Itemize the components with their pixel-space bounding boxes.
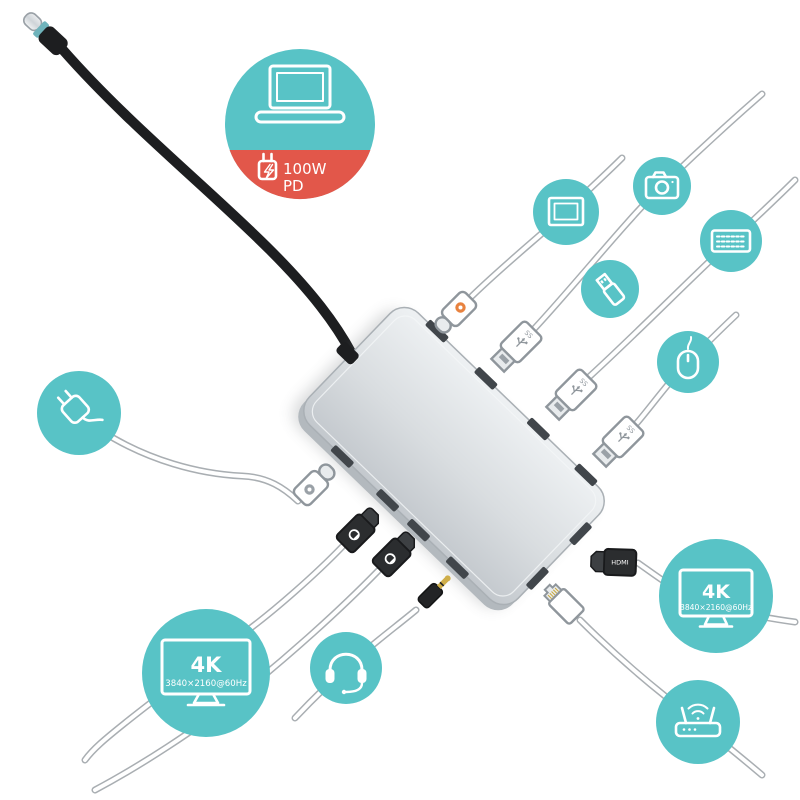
pd-standard-label: PD xyxy=(283,177,304,195)
badge-router xyxy=(656,680,740,764)
flash-drive-badge-circle xyxy=(581,260,639,318)
usb-c-host-plug xyxy=(22,12,68,56)
badge-monitor-4k-right: 4K 3840×2160@60Hz xyxy=(659,539,773,653)
resolution-detail-label: 3840×2160@60Hz xyxy=(680,603,752,612)
host-cable-strain-relief xyxy=(336,342,359,365)
badge-camera xyxy=(633,157,691,215)
pd-wattage-label: 100W xyxy=(283,160,327,178)
mouse-icon xyxy=(676,336,700,380)
headset-icon xyxy=(325,652,367,695)
badge-keyboard xyxy=(700,210,762,272)
cable-power-to-pd-port xyxy=(96,426,302,505)
badge-power-plug xyxy=(37,371,121,455)
monitor-4k-right-circle xyxy=(659,539,773,653)
badge-laptop-pd: 100W PD xyxy=(225,49,375,200)
badge-headset xyxy=(310,632,382,704)
router-icon xyxy=(674,703,722,738)
resolution-detail-label: 3840×2160@60Hz xyxy=(165,679,247,689)
badge-flash-drive xyxy=(581,260,639,318)
resolution-4k-label: 4K xyxy=(702,581,731,603)
device-badges: 100W PD xyxy=(37,49,773,764)
badge-display xyxy=(533,179,599,245)
power-plug-icon xyxy=(56,389,104,425)
usb-flash-drive-icon xyxy=(595,272,626,306)
resolution-4k-label: 4K xyxy=(191,653,223,677)
monitor-4k-icon: 4K 3840×2160@60Hz xyxy=(160,638,252,707)
connectors: HDMI xyxy=(290,288,647,625)
monitor-4k-icon: 4K 3840×2160@60Hz xyxy=(678,568,754,628)
audio-jack-connector xyxy=(417,575,451,609)
power-plug-badge-circle xyxy=(37,371,121,455)
usb-c-data-connector xyxy=(429,288,480,339)
camera-icon xyxy=(644,171,680,200)
port-slots xyxy=(330,320,598,590)
badge-monitor-4k-left: 4K 3840×2160@60Hz xyxy=(142,609,270,737)
usb-c-pd-connector xyxy=(290,458,341,509)
dock-hub xyxy=(292,306,605,611)
laptop-icon xyxy=(254,64,346,124)
badge-mouse xyxy=(657,331,719,393)
display-badge-circle xyxy=(533,179,599,245)
ethernet-connector xyxy=(543,583,585,625)
charging-plug-icon xyxy=(257,152,278,181)
hdmi-label: HDMI xyxy=(611,559,629,567)
hdmi-connector xyxy=(590,547,638,577)
host-cable xyxy=(58,45,357,359)
display-icon xyxy=(547,196,585,227)
headset-badge-circle xyxy=(310,632,382,704)
camera-badge-circle xyxy=(633,157,691,215)
keyboard-icon xyxy=(710,229,752,253)
